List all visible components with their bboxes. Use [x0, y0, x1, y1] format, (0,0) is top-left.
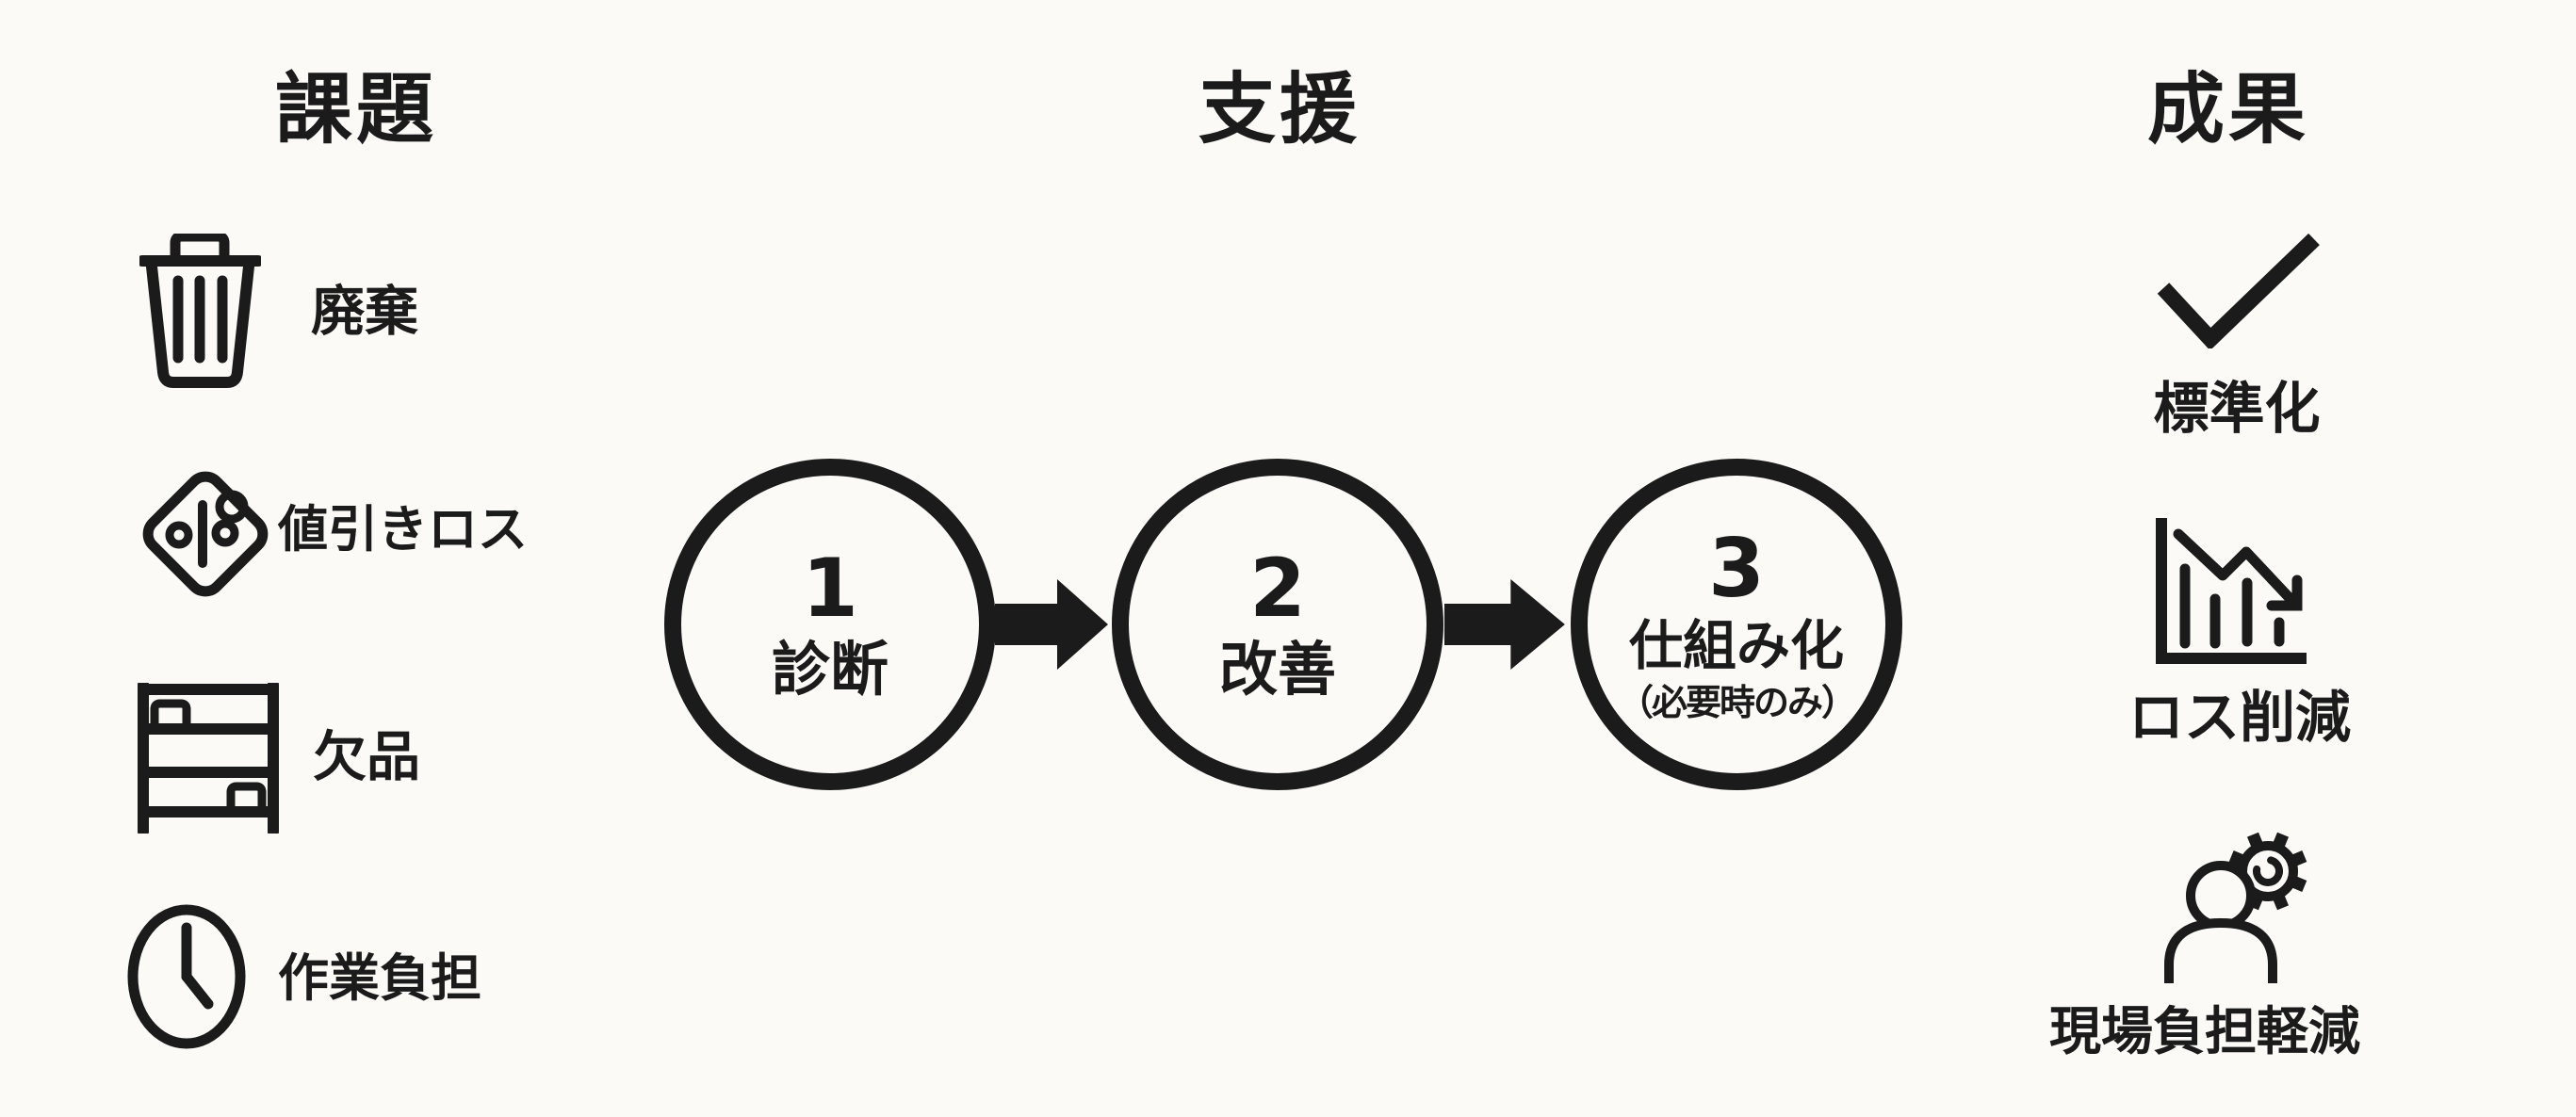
- result-item-label: 現場負担軽減: [2048, 1001, 2360, 1061]
- step-number: 2: [1249, 542, 1306, 637]
- step-circle-3: 3 仕組み化 （必要時のみ）: [1571, 459, 1902, 790]
- step-note: （必要時のみ）: [1617, 681, 1857, 723]
- step-label: 改善: [1218, 635, 1336, 704]
- trash-icon: [139, 234, 261, 388]
- step-label: 診断: [771, 635, 889, 704]
- results-title: 成果: [2146, 65, 2309, 154]
- price-tag-percent-icon: [142, 471, 269, 597]
- checkmark-icon: [2157, 233, 2320, 348]
- issues-title: 課題: [274, 65, 437, 154]
- step-number: 3: [1708, 522, 1765, 617]
- person-head: [2186, 861, 2256, 931]
- person-shoulders: [2164, 917, 2277, 983]
- step-circle-1: 1 診断: [664, 459, 996, 790]
- declining-bar-chart-icon: [2156, 518, 2307, 664]
- issue-item-label: 廃棄: [311, 281, 418, 343]
- shelf-icon: [138, 683, 279, 834]
- result-item-label: ロス削減: [2128, 685, 2351, 750]
- issue-item-label: 値引きロス: [278, 501, 528, 558]
- step-label: 仕組み化: [1629, 615, 1844, 678]
- result-item-label: 標準化: [2153, 376, 2321, 441]
- issue-item-label: 欠品: [313, 726, 420, 788]
- issue-item-label: 作業負担: [278, 948, 481, 1008]
- step-number: 1: [802, 542, 858, 637]
- step-circle-2: 2 改善: [1112, 459, 1443, 790]
- person-gear-icon: [2164, 832, 2307, 983]
- support-title: 支援: [1198, 65, 1361, 154]
- clock-icon: [127, 904, 246, 1049]
- arrow-right-icon: [1444, 579, 1565, 670]
- arrow-right-icon: [995, 579, 1108, 670]
